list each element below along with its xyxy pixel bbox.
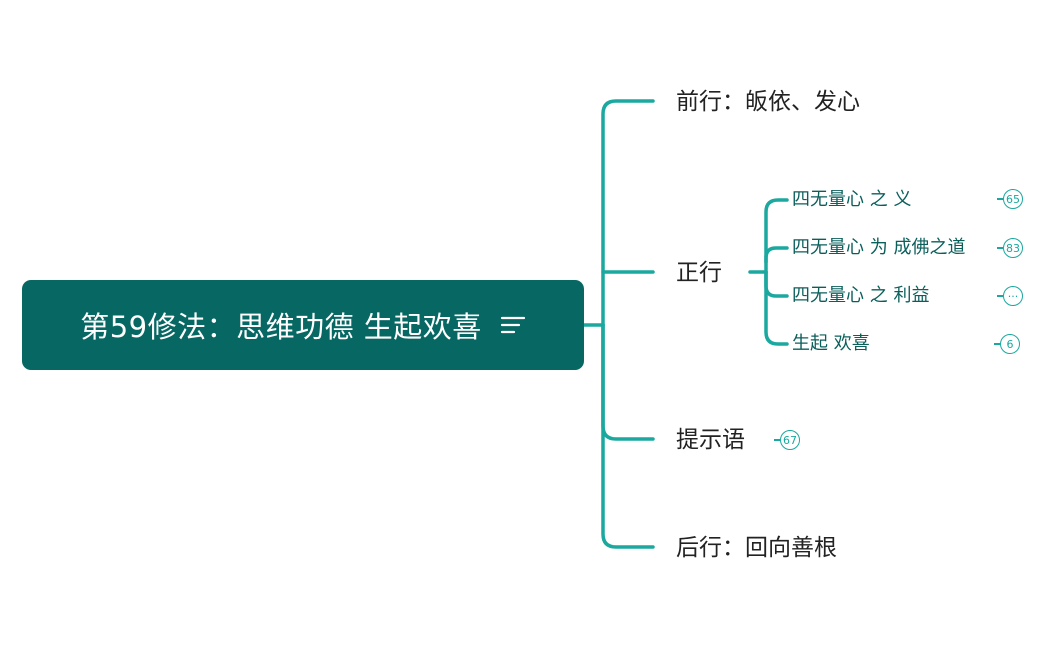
badge-count: 65 <box>1003 189 1023 209</box>
badge-connector <box>997 247 1003 249</box>
connector-branch-4 <box>601 323 655 549</box>
connector-sub-2 <box>764 246 789 264</box>
connector-branch-1 <box>601 99 655 327</box>
subbranch-path[interactable]: 四无量心 为 成佛之道 <box>792 237 966 258</box>
branch-conclusion[interactable]: 后行：回向善根 <box>676 535 837 561</box>
more-icon: ··· <box>1003 286 1023 306</box>
subbranch-joy[interactable]: 生起 欢喜 <box>792 333 870 354</box>
subbranch-joy-badge[interactable]: 6 <box>994 334 1020 354</box>
subbranch-benefits[interactable]: 四无量心 之 利益 <box>792 285 930 306</box>
connector-sub-1 <box>764 198 789 274</box>
branch-preliminary[interactable]: 前行：皈依、发心 <box>676 89 860 115</box>
badge-count: 83 <box>1003 238 1023 258</box>
connector-sub-3 <box>764 270 789 298</box>
root-title: 第59修法：思维功德 生起欢喜 <box>80 310 482 344</box>
subbranch-meaning[interactable]: 四无量心 之 义 <box>792 189 912 210</box>
subbranch-path-badge[interactable]: 83 <box>997 238 1023 258</box>
branch-main-practice[interactable]: 正行 <box>676 260 722 286</box>
badge-connector <box>774 439 780 441</box>
badge-connector <box>997 198 1003 200</box>
notes-icon[interactable] <box>500 314 526 336</box>
root-topic[interactable]: 第59修法：思维功德 生起欢喜 <box>22 280 584 370</box>
subbranch-benefits-badge[interactable]: ··· <box>997 286 1023 306</box>
badge-connector <box>994 343 1000 345</box>
subbranch-meaning-badge[interactable]: 65 <box>997 189 1023 209</box>
badge-count: 6 <box>1000 334 1020 354</box>
branch-prompt-badge[interactable]: 67 <box>774 430 800 450</box>
branch-prompt[interactable]: 提示语 <box>676 427 745 453</box>
connector-sub-4 <box>764 270 789 346</box>
badge-connector <box>997 295 1003 297</box>
badge-count: 67 <box>780 430 800 450</box>
connector-branch-3 <box>601 323 655 441</box>
